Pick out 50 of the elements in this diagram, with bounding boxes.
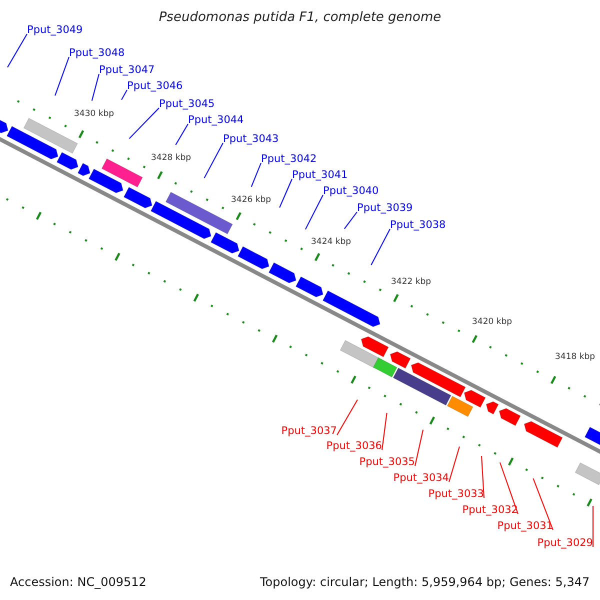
leader-line: [344, 212, 358, 230]
title: Pseudomonas putida F1, complete genome: [158, 10, 442, 25]
genome-info-text: Topology: circular; Length: 5,959,964 bp; Genes: 5,347: [260, 575, 590, 589]
gene-label: Pput_3040: [323, 185, 379, 197]
gene-label: Pput_3037: [281, 425, 337, 437]
scale-label: 3420 kbp: [472, 317, 512, 327]
leader-line: [175, 124, 188, 146]
gene-label: Pput_3035: [359, 456, 415, 468]
gene-label: Pput_3036: [326, 440, 382, 452]
scale-label: 3428 kbp: [151, 153, 192, 163]
gene-label: Pput_3039: [357, 202, 413, 214]
gene-label: Pput_3048: [69, 47, 125, 59]
gene-label: Pput_3045: [159, 98, 215, 110]
gene-label: Pput_3046: [127, 80, 183, 92]
leader-line: [91, 74, 100, 102]
gene-label: Pput_3043: [223, 133, 279, 145]
gene-label: Pput_3044: [188, 114, 244, 126]
gene-label: Pput_3038: [390, 219, 446, 231]
leader-line: [532, 478, 554, 530]
leader-line: [54, 56, 70, 96]
leader-line: [382, 412, 388, 450]
gene-label: Pput_3047: [99, 64, 155, 76]
gene-label: Pput_3031: [497, 520, 553, 532]
scale-label: 3426 kbp: [231, 195, 272, 205]
gene-label: Pput_3049: [27, 24, 83, 36]
gene-label: Pput_3034: [393, 472, 449, 484]
accession-text: Accession: NC_009512: [10, 575, 146, 589]
leader-line: [204, 142, 224, 179]
gene-label: Pput_3033: [428, 488, 484, 500]
leader-line: [592, 506, 594, 548]
scale-label: 3430 kbp: [74, 109, 114, 119]
scale-label: 3418 kbp: [555, 352, 596, 362]
leader-line: [121, 90, 128, 100]
leader-line: [499, 462, 518, 514]
leader-line: [304, 194, 324, 230]
leader-line: [370, 228, 390, 266]
scale-label: 3424 kbp: [311, 237, 352, 247]
gene-label: Pput_3029: [537, 537, 593, 549]
gene-label: Pput_3042: [261, 153, 317, 165]
leader-line: [481, 455, 484, 498]
leader-line: [336, 399, 358, 436]
leader-line: [448, 446, 460, 482]
gene-label: Pput_3032: [462, 504, 518, 516]
leader-line: [414, 429, 424, 466]
leader-line: [279, 178, 292, 208]
gene-label: Pput_3041: [292, 169, 348, 181]
leader-line: [250, 162, 262, 188]
scale-label: 3422 kbp: [391, 277, 432, 287]
leader-line: [7, 34, 28, 68]
leader-line: [128, 108, 160, 140]
